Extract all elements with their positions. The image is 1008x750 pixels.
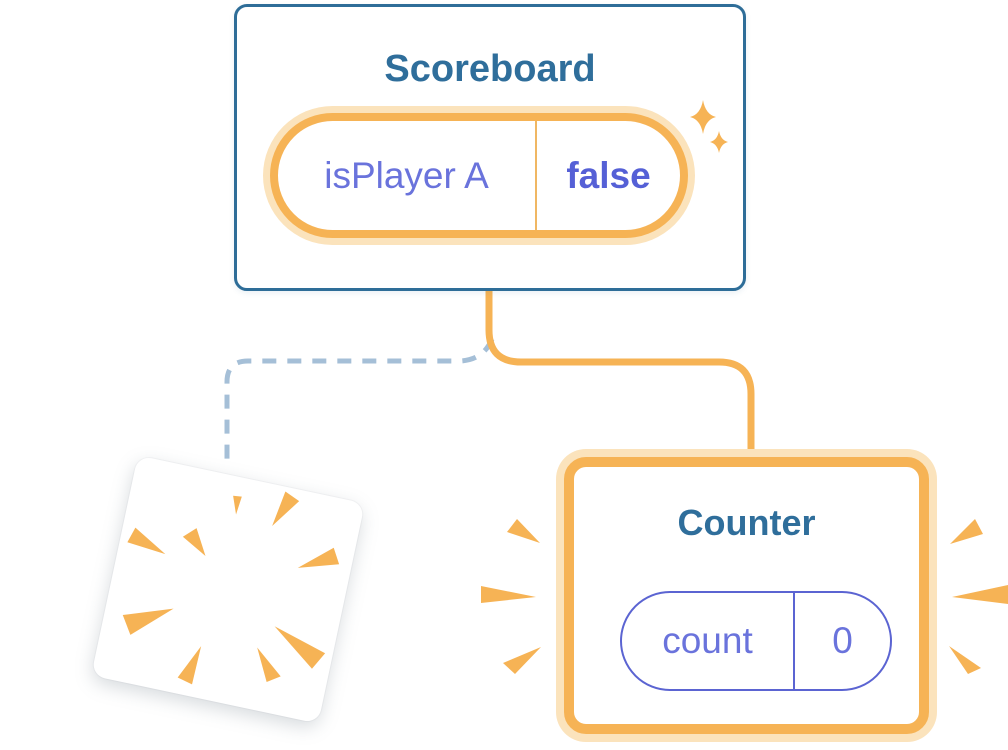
scoreboard-card: Scoreboard isPlayer A false <box>234 4 746 291</box>
scoreboard-title: Scoreboard <box>384 48 596 90</box>
poof-burst-icon <box>122 491 340 685</box>
connector-dashed-to-removed <box>224 337 495 467</box>
state-key-label: isPlayer A <box>324 154 489 196</box>
connector-solid-to-counter <box>485 291 755 452</box>
counter-title: Counter <box>677 502 816 543</box>
pill-divider <box>793 593 795 689</box>
counter-state-pill: count 0 <box>620 591 892 691</box>
state-key-label: count <box>662 620 753 661</box>
state-value-label: false <box>566 154 651 196</box>
counter-card-inner: Counter count 0 <box>564 457 929 734</box>
destroyed-card <box>91 455 365 724</box>
sparkles-icon <box>690 100 728 153</box>
scoreboard-state-pill: isPlayer A false <box>270 113 688 238</box>
state-value-label: 0 <box>832 620 853 661</box>
counter-card: Counter count 0 <box>556 449 937 742</box>
emphasis-rays-left-icon <box>481 519 541 674</box>
emphasis-rays-right-icon <box>949 519 1008 674</box>
pill-divider <box>535 121 537 230</box>
